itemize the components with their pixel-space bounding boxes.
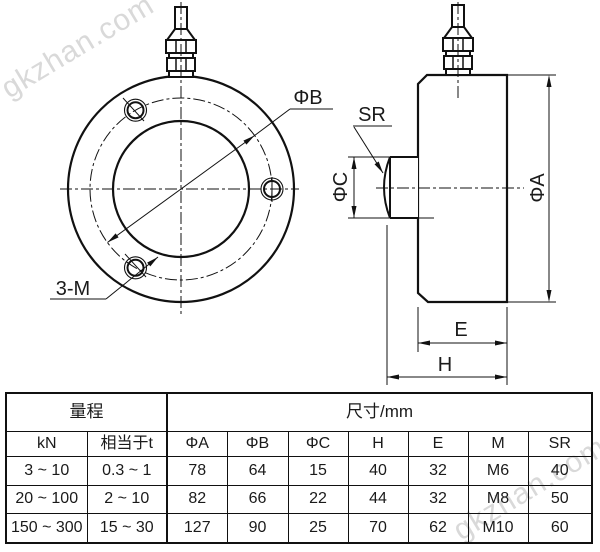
cell-phi-a: 127 [166, 512, 228, 544]
cell-sr: 60 [527, 512, 593, 544]
table-group-header-row: 量程 尺寸/mm [5, 392, 593, 432]
col-header-h: H [347, 430, 409, 457]
bolt-hole-top-left [122, 97, 148, 122]
arrowhead-icon [243, 135, 255, 145]
dim-3m-holes: 3-M [50, 256, 159, 300]
arrowhead-icon [387, 374, 399, 380]
cell-sr: 40 [527, 455, 593, 486]
cell-m: M8 [467, 484, 529, 514]
col-header-phi-c: ΦC [287, 430, 349, 457]
cell-phi-b: 90 [226, 512, 289, 544]
cell-h: 40 [347, 455, 409, 486]
arrowhead-icon [374, 161, 383, 173]
dim-h: H [386, 225, 507, 385]
label-3m: 3-M [56, 278, 90, 300]
cell-equiv-t: 2 ~ 10 [86, 484, 168, 514]
table-row: 3 ~ 10 0.3 ~ 1 78 64 15 40 32 M6 40 [5, 455, 593, 486]
col-header-e: E [407, 430, 469, 457]
arrowhead-icon [107, 233, 119, 243]
dim-phi-a: ΦA [507, 74, 556, 303]
label-e: E [454, 319, 467, 341]
cell-phi-b: 66 [226, 484, 289, 514]
cell-m: M10 [467, 512, 529, 544]
table-column-header-row: kN 相当于t ΦA ΦB ΦC H E M SR [5, 430, 593, 457]
cell-kn: 150 ~ 300 [5, 512, 88, 544]
spec-table: 量程 尺寸/mm kN 相当于t ΦA ΦB ΦC H E M SR 3 ~ 1… [5, 392, 594, 544]
cell-e: 32 [407, 484, 469, 514]
cell-phi-c: 25 [287, 512, 349, 544]
arrowhead-icon [495, 374, 507, 380]
cell-phi-a: 82 [166, 484, 228, 514]
arrowhead-icon [147, 257, 158, 267]
cell-e: 32 [407, 455, 469, 486]
col-header-phi-b: ΦB [226, 430, 289, 457]
table-row: 150 ~ 300 15 ~ 30 127 90 25 70 62 M10 60 [5, 512, 593, 544]
label-phi-b: ΦB [293, 87, 322, 109]
dim-e: E [417, 307, 508, 385]
cell-phi-b: 64 [226, 455, 289, 486]
group-header-range: 量程 [5, 392, 168, 432]
dim-sr: SR [353, 104, 392, 174]
label-phi-a: ΦA [527, 173, 549, 203]
label-h: H [438, 354, 452, 376]
arrowhead-icon [351, 157, 357, 169]
cell-e: 62 [407, 512, 469, 544]
group-header-dimensions: 尺寸/mm [165, 392, 593, 432]
cell-phi-c: 22 [287, 484, 349, 514]
side-view: SR ΦC ΦA [330, 2, 556, 385]
cell-kn: 3 ~ 10 [5, 455, 88, 486]
col-header-equiv-t: 相当于t [86, 430, 168, 457]
arrowhead-icon [546, 75, 552, 87]
col-header-phi-a: ΦA [166, 430, 228, 457]
dimension-drawing: ΦB 3-M [50, 2, 556, 385]
col-header-kn: kN [5, 430, 88, 457]
cell-phi-a: 78 [166, 455, 228, 486]
label-phi-c: ΦC [330, 172, 352, 202]
arrowhead-icon [351, 206, 357, 218]
cell-equiv-t: 0.3 ~ 1 [86, 455, 168, 486]
cell-h: 70 [347, 512, 409, 544]
cell-kn: 20 ~ 100 [5, 484, 88, 514]
front-view: ΦB 3-M [50, 2, 333, 315]
table-row: 20 ~ 100 2 ~ 10 82 66 22 44 32 M8 50 [5, 484, 593, 514]
cell-phi-c: 15 [287, 455, 349, 486]
arrowhead-icon [546, 290, 552, 302]
arrowhead-icon [418, 340, 430, 346]
dim-phi-c: ΦC [330, 157, 357, 218]
cell-equiv-t: 15 ~ 30 [86, 512, 168, 544]
cell-sr: 50 [527, 484, 593, 514]
col-header-m: M [467, 430, 529, 457]
cell-m: M6 [467, 455, 529, 486]
arrowhead-icon [495, 340, 507, 346]
cell-h: 44 [347, 484, 409, 514]
dim-phi-b: ΦB [107, 87, 333, 243]
label-sr: SR [358, 104, 386, 126]
col-header-sr: SR [527, 430, 593, 457]
